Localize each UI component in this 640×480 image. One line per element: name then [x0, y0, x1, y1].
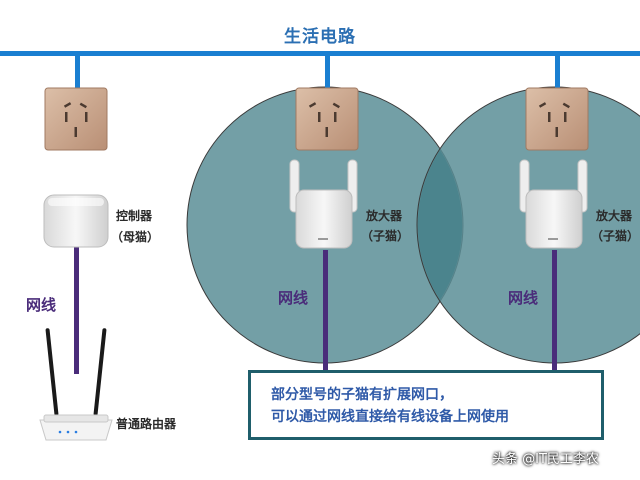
watermark: 头条 @IT民工李农	[492, 452, 599, 467]
cable-label-router: 网线	[26, 296, 57, 314]
extender-right-label-line2: （子猫）	[591, 229, 640, 243]
diagram-title: 生活电路	[284, 27, 356, 47]
extender-left-label-line2: （子猫）	[361, 229, 410, 243]
powerline-master-device	[43, 194, 109, 248]
note-line2: 可以通过网线直接给有线设备上网使用	[271, 409, 509, 425]
master-label-line2: （母猫）	[111, 230, 160, 244]
coverage-overlap	[417, 150, 463, 300]
router-label: 普通路由器	[116, 417, 177, 431]
wall-socket-2	[295, 87, 359, 151]
extender-left-label-line1: 放大器	[366, 209, 403, 223]
ethernet-cable-router	[74, 244, 79, 374]
note-box: 部分型号的子猫有扩展网口， 可以通过网线直接给有线设备上网使用	[248, 370, 604, 440]
wifi-extender-right	[519, 159, 588, 249]
power-line	[0, 51, 640, 56]
ethernet-cable-extender-right	[552, 250, 557, 370]
router-device	[39, 328, 113, 441]
ethernet-cable-extender-left	[323, 250, 328, 370]
master-label-line1: 控制器	[116, 209, 153, 223]
power-drop-3	[555, 54, 560, 90]
power-drop-2	[325, 54, 330, 90]
cable-label-extender-left: 网线	[278, 289, 309, 307]
extender-right-label-line1: 放大器	[596, 209, 633, 223]
wall-socket-3	[525, 87, 589, 151]
cable-label-extender-right: 网线	[508, 289, 539, 307]
wifi-extender-left	[289, 159, 358, 249]
power-drop-1	[75, 54, 80, 90]
note-line1: 部分型号的子猫有扩展网口，	[271, 387, 453, 403]
wall-socket-1	[44, 87, 108, 151]
